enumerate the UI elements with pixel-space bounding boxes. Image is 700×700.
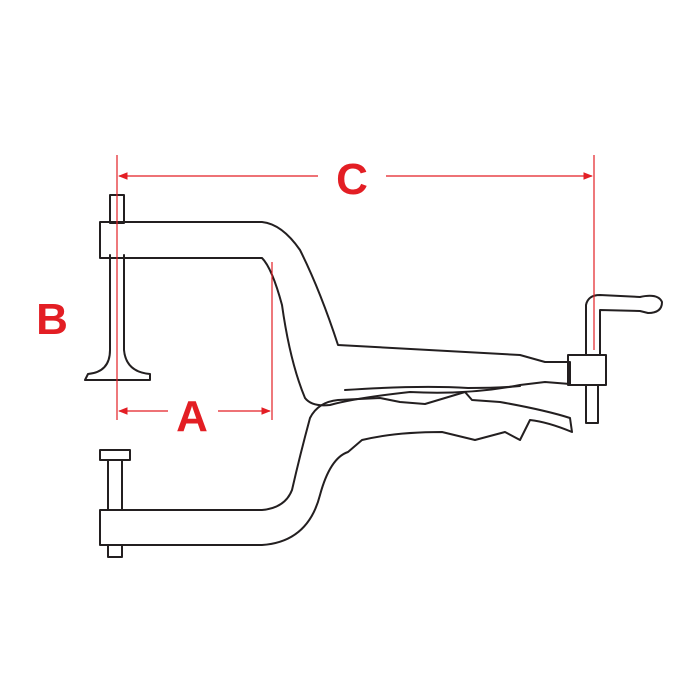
- dimension-label-b: B: [36, 295, 68, 344]
- lower-jaw-arm: [99, 391, 573, 546]
- clamp-tool-outline: [84, 194, 663, 558]
- upper-jaw-arm: [99, 221, 571, 407]
- upper-handle-detail: [344, 385, 521, 391]
- dimension-label-c: C: [336, 155, 368, 204]
- lower-spindle: [99, 449, 131, 558]
- dimension-label-a: A: [176, 392, 208, 441]
- adjustment-screw: [567, 294, 663, 424]
- dimension-lines: [116, 155, 595, 420]
